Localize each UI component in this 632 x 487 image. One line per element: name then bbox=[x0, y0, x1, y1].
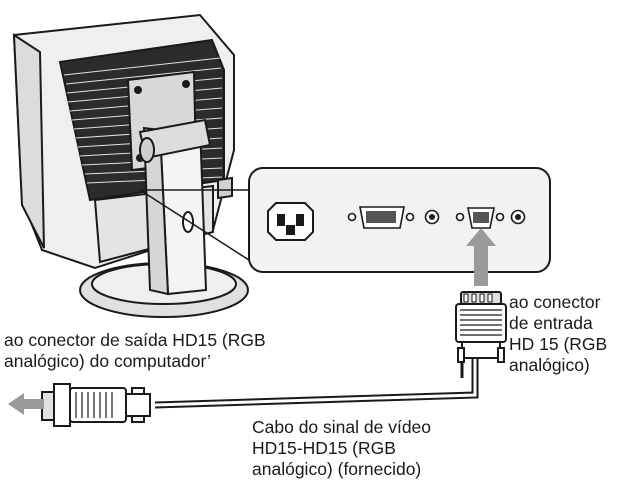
label-computer-output-line-1: ao conector de saída HD15 (RGB bbox=[4, 330, 266, 350]
label-cable-line-2: HD15-HD15 (RGB bbox=[252, 438, 396, 458]
label-cable: Cabo do sinal de vídeo HD15-HD15 (RGB an… bbox=[252, 417, 431, 480]
monitor-stand bbox=[79, 118, 249, 318]
label-monitor-input: ao conector de entrada HD 15 (RGB analóg… bbox=[509, 292, 607, 376]
power-socket-icon bbox=[267, 202, 314, 241]
label-computer-output: ao conector de saída HD15 (RGB analógico… bbox=[4, 330, 266, 372]
computer-side-plug bbox=[41, 383, 151, 427]
vga-connector-icon bbox=[455, 207, 526, 229]
label-monitor-input-line-3: HD 15 (RGB bbox=[509, 334, 608, 354]
label-monitor-input-line-2: de entrada bbox=[509, 313, 593, 333]
label-cable-line-3: analógico) (fornecido) bbox=[252, 459, 422, 479]
left-arrow-icon bbox=[8, 393, 44, 415]
label-monitor-input-line-1: ao conector bbox=[509, 292, 601, 312]
label-monitor-input-line-4: analógico) bbox=[509, 355, 590, 375]
label-cable-line-1: Cabo do sinal de vídeo bbox=[252, 417, 432, 437]
dvi-connector-icon bbox=[347, 206, 440, 229]
label-computer-output-line-2: analógico) do computador’ bbox=[4, 351, 211, 371]
monitor-side-plug bbox=[455, 291, 507, 363]
up-arrow-icon bbox=[466, 228, 496, 286]
